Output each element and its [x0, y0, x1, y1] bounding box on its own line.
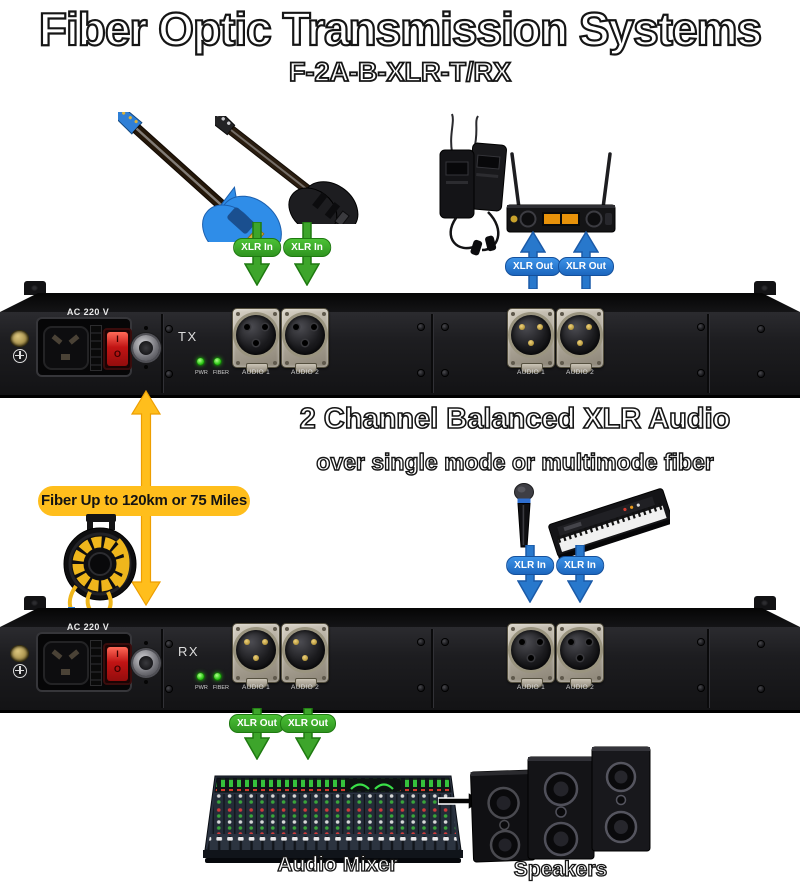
xlr-output-2[interactable]: [556, 308, 604, 373]
rack-ear: [24, 281, 46, 295]
xlr-output-1[interactable]: [232, 623, 280, 688]
xlr-out-label: XLR Out: [229, 714, 285, 733]
xlr-input-2[interactable]: [556, 623, 604, 688]
xlr-in-label: XLR In: [283, 238, 331, 257]
audio1-label: AUDIO 1: [516, 684, 546, 691]
ground-symbol-icon: [13, 664, 27, 678]
bass-guitar-icon: [215, 116, 359, 224]
wireless-receiver-icon: [506, 152, 616, 233]
ac-power-label: AC 220 V: [66, 307, 110, 317]
pwr-led-label: PWR: [194, 685, 208, 691]
rack-ear: [754, 281, 776, 295]
xlr-out-label: XLR Out: [505, 257, 561, 276]
fiber-led: [214, 358, 221, 365]
rack-ear: [24, 596, 46, 610]
ground-screw: [11, 646, 28, 661]
fiber-spool-icon: [63, 514, 137, 614]
unit-label: TX: [178, 329, 198, 344]
xlr-output-1[interactable]: [507, 308, 555, 373]
power-inlet-module: I O: [36, 632, 132, 692]
rx-unit: AC 220 V I O RX PWR FIBER AUDIO 1 AUDIO 2: [0, 595, 800, 713]
audio2-label: AUDIO 2: [565, 684, 595, 691]
rack-front-panel: AC 220 V I O TX PWR FIBER AUDIO 1 AUDIO 2: [0, 307, 800, 398]
keyboard-icon: [548, 488, 670, 560]
xlr-in-label: XLR In: [556, 556, 604, 575]
xlr-in-label: XLR In: [233, 238, 281, 257]
rack-front-panel: AC 220 V I O RX PWR FIBER AUDIO 1 AUDIO 2: [0, 622, 800, 713]
ground-screw: [11, 331, 28, 346]
power-inlet-module: I O: [36, 317, 132, 377]
xlr-out-arrow: [244, 708, 270, 760]
power-switch[interactable]: I O: [103, 643, 132, 685]
switch-on-mark: I: [116, 649, 119, 659]
switch-on-mark: I: [116, 334, 119, 344]
microphone-icon: [514, 483, 534, 548]
audio1-label: AUDIO 1: [241, 369, 271, 376]
audio2-label: AUDIO 2: [290, 684, 320, 691]
xlr-input-1[interactable]: [232, 308, 280, 373]
fiber-led: [214, 673, 221, 680]
fiber-port[interactable]: [133, 650, 159, 676]
audio1-label: AUDIO 1: [241, 684, 271, 691]
speakers-icon: [470, 746, 651, 863]
audio1-label: AUDIO 1: [516, 369, 546, 376]
page-title: Fiber Optic Transmission Systems: [38, 2, 763, 56]
audio2-label: AUDIO 2: [290, 369, 320, 376]
unit-label: RX: [178, 644, 200, 659]
fiber-distance-label: Fiber Up to 120km or 75 Miles: [38, 486, 250, 516]
switch-off-mark: O: [113, 664, 121, 674]
heading-line2: over single mode or multimode fiber: [316, 448, 715, 475]
fuse-holder: [90, 325, 102, 371]
xlr-out-label: XLR Out: [280, 714, 336, 733]
power-switch[interactable]: I O: [103, 328, 132, 370]
wireless-bodypacks-icon: [439, 113, 507, 256]
heading-line1: 2 Channel Balanced XLR Audio: [299, 402, 731, 436]
speakers-label: Speakers: [513, 857, 608, 881]
pwr-led: [197, 358, 204, 365]
rack-top-panel: [0, 293, 800, 312]
iec-socket: [43, 326, 89, 370]
xlr-out-arrow: [295, 708, 321, 760]
ac-power-label: AC 220 V: [66, 622, 110, 632]
iec-socket: [43, 641, 89, 685]
xlr-in-label: XLR In: [506, 556, 554, 575]
switch-off-mark: O: [113, 349, 121, 359]
xlr-output-2[interactable]: [281, 623, 329, 688]
fiber-port[interactable]: [133, 335, 159, 361]
xlr-input-2[interactable]: [281, 308, 329, 373]
rack-top-panel: [0, 608, 800, 627]
fiber-led-label: FIBER: [212, 370, 230, 376]
xlr-out-label: XLR Out: [558, 257, 614, 276]
tx-unit: AC 220 V I O TX PWR FIBER AUDIO 1 AUDIO 2: [0, 280, 800, 398]
fuse-holder: [90, 640, 102, 686]
pwr-led-label: PWR: [194, 370, 208, 376]
xlr-input-1[interactable]: [507, 623, 555, 688]
ground-symbol-icon: [13, 349, 27, 363]
mixer-label: Audio Mixer: [277, 852, 398, 876]
audio-mixer-icon: [203, 775, 463, 863]
fiber-led-label: FIBER: [212, 685, 230, 691]
pwr-led: [197, 673, 204, 680]
audio2-label: AUDIO 2: [565, 369, 595, 376]
model-number: F-2A-B-XLR-T/RX: [288, 56, 512, 88]
rack-ear: [754, 596, 776, 610]
